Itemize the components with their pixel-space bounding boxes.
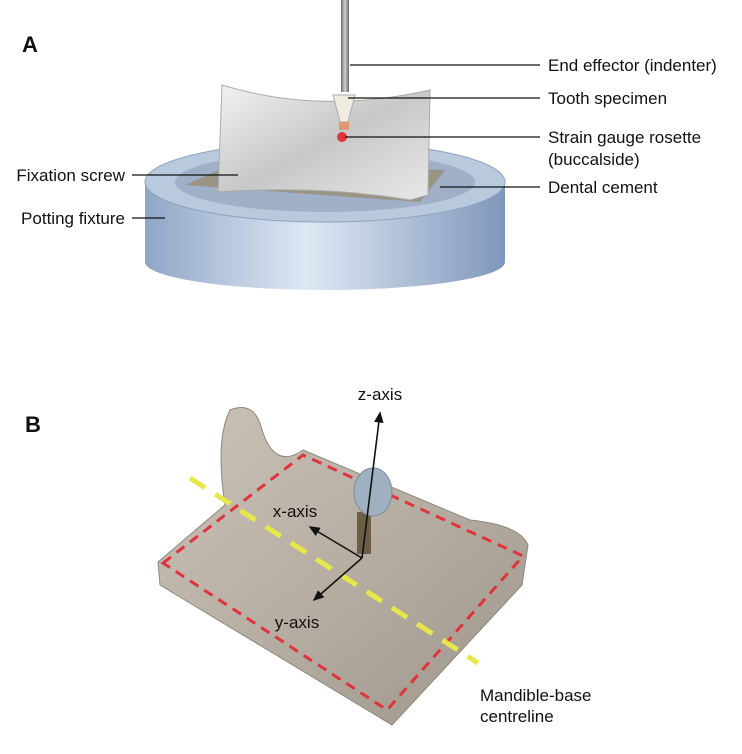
x-axis-arrow — [308, 526, 363, 559]
label-end-effector: End effector (indenter) — [548, 56, 717, 75]
y-axis-label: y-axis — [275, 613, 319, 632]
end-effector — [341, 0, 349, 92]
panel-a-label: A — [22, 32, 38, 57]
z-axis-label: z-axis — [358, 385, 402, 404]
label-strain-gauge: Strain gauge rosette — [548, 128, 701, 147]
y-axis-arrow — [312, 557, 363, 602]
z-axis-arrow — [361, 411, 384, 559]
strain-gauge — [337, 132, 347, 142]
label-potting-fixture: Potting fixture — [21, 209, 125, 228]
mandible-model — [157, 407, 529, 726]
centreline-label-2: centreline — [480, 707, 554, 726]
label-dental-cement: Dental cement — [548, 178, 658, 197]
label-tooth-specimen: Tooth specimen — [548, 89, 667, 108]
axes — [308, 411, 384, 602]
tooth-specimen-block — [217, 84, 431, 201]
label-strain-gauge-side: (buccalside) — [548, 150, 640, 169]
panel-b-label: B — [25, 412, 41, 437]
centreline — [188, 475, 480, 666]
centreline-label-1: Mandible-base — [480, 686, 592, 705]
label-fixation-screw: Fixation screw — [16, 166, 125, 185]
x-axis-label: x-axis — [273, 502, 317, 521]
implant — [357, 512, 371, 554]
